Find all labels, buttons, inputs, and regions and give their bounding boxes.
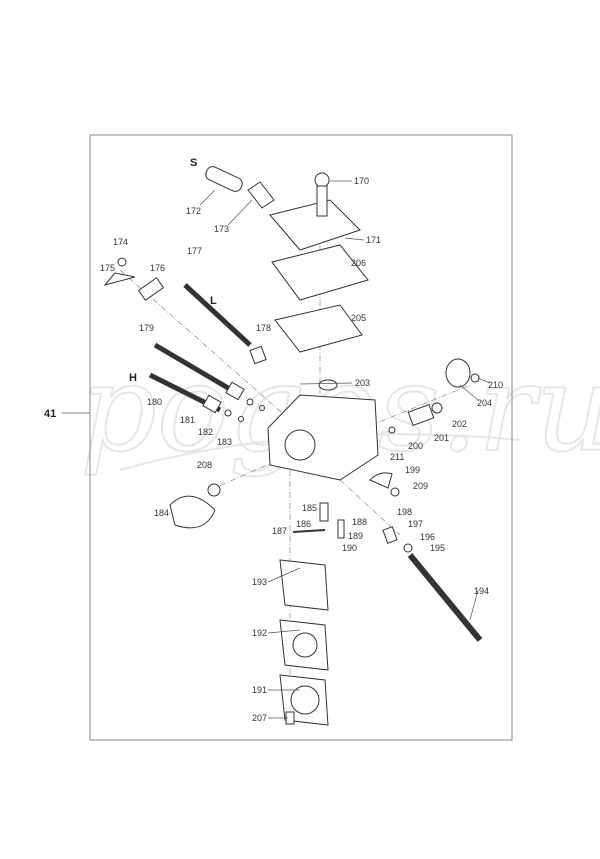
part-label: 184 bbox=[154, 508, 169, 518]
part-label: 190 bbox=[342, 543, 357, 553]
parts bbox=[103, 166, 483, 726]
label-H: H bbox=[129, 372, 137, 384]
label-L: L bbox=[210, 295, 217, 307]
part-label: 208 bbox=[197, 460, 212, 470]
part-label: 203 bbox=[355, 378, 370, 388]
part-label: 204 bbox=[477, 398, 492, 408]
part-label: 196 bbox=[420, 532, 435, 542]
part-label: 210 bbox=[488, 380, 503, 390]
part-label: 173 bbox=[214, 224, 229, 234]
part-label: 172 bbox=[186, 206, 201, 216]
part-label: 183 bbox=[217, 437, 232, 447]
part-label: 192 bbox=[252, 628, 267, 638]
part-label: 181 bbox=[180, 415, 195, 425]
part-label: 188 bbox=[352, 517, 367, 527]
part-label: 211 bbox=[390, 452, 404, 462]
part-label: 179 bbox=[139, 323, 154, 333]
part-label: 189 bbox=[348, 531, 363, 541]
diagram-frame bbox=[89, 134, 513, 741]
part-label: 193 bbox=[252, 577, 267, 587]
part-label: 207 bbox=[252, 713, 267, 723]
part-label: 200 bbox=[408, 441, 423, 451]
part-label: 177 bbox=[187, 246, 202, 256]
part-label: 191 bbox=[252, 685, 267, 695]
label-S: S bbox=[190, 157, 197, 169]
part-label: 185 bbox=[302, 503, 317, 513]
part-label: 195 bbox=[430, 543, 445, 553]
part-label: 205 bbox=[351, 313, 366, 323]
part-label: 178 bbox=[256, 323, 271, 333]
part-label: 175 bbox=[100, 263, 115, 273]
part-label: 171 bbox=[366, 235, 381, 245]
part-label: 180 bbox=[147, 397, 162, 407]
part-label: 199 bbox=[405, 465, 420, 475]
part-label: 170 bbox=[354, 176, 369, 186]
part-label: 186 bbox=[296, 519, 311, 529]
part-label: 182 bbox=[198, 427, 213, 437]
part-label: 174 bbox=[113, 237, 128, 247]
part-label: 201 bbox=[434, 433, 449, 443]
part-label: 187 bbox=[272, 526, 287, 536]
part-label: 209 bbox=[413, 481, 428, 491]
leader-lines bbox=[199, 180, 491, 719]
part-label: 197 bbox=[408, 519, 423, 529]
part-label: 198 bbox=[397, 507, 412, 517]
part-label: 202 bbox=[452, 419, 467, 429]
part-number-labels: 170 171 172 173 174 175 176 177 178 179 … bbox=[100, 176, 503, 723]
part-label: 194 bbox=[474, 586, 489, 596]
part-label: 176 bbox=[150, 263, 165, 273]
assembly-ref-label: 41 bbox=[44, 408, 56, 420]
part-label: 206 bbox=[351, 258, 366, 268]
